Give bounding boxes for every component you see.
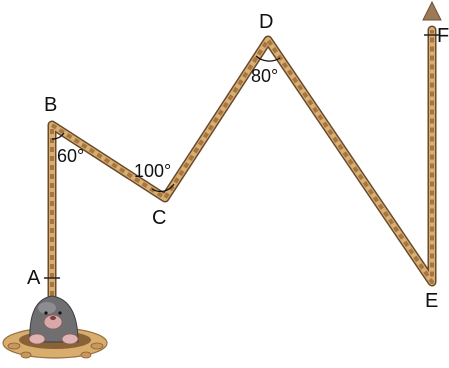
label-e: E: [425, 290, 438, 312]
angle-label-b: 60°: [57, 146, 84, 166]
angle-label-d: 80°: [251, 66, 278, 86]
angle-label-c: 100°: [134, 161, 171, 181]
arrow-up-icon: [422, 0, 442, 21]
label-b: B: [44, 94, 57, 116]
angle-arc-c: [151, 183, 175, 193]
pebble-path: [47, 25, 437, 301]
angle-arc-b: [51, 132, 65, 140]
label-c: C: [152, 207, 166, 229]
angle-arc-d: [255, 55, 281, 62]
mole-icon: [2, 295, 108, 359]
label-f: F: [437, 25, 449, 47]
label-d: D: [259, 11, 273, 33]
label-a: A: [27, 267, 41, 289]
